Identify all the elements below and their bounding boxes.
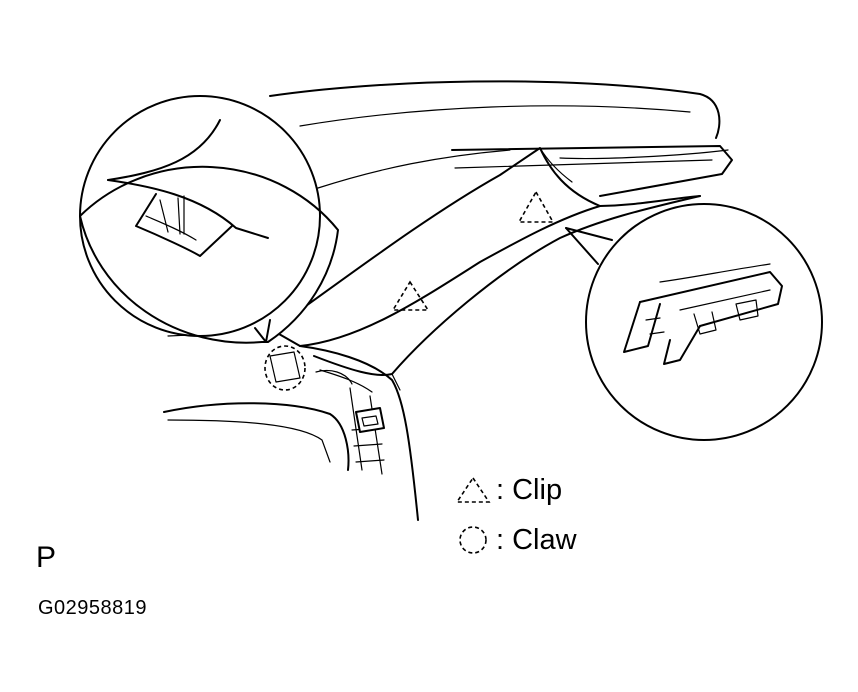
legend-claw-label: : Claw <box>496 524 577 556</box>
front-pillar-garnish <box>271 147 701 391</box>
clip-detail-callout <box>565 203 823 441</box>
clip-marker-upper <box>517 190 555 223</box>
dashed-circle-icon <box>459 526 487 554</box>
legend-claw: : Claw <box>454 522 577 558</box>
view-letter: P <box>36 541 57 574</box>
legend-clip-label: : Clip <box>496 474 563 506</box>
roof-headliner <box>269 80 733 197</box>
figure-code: G02958819 <box>38 597 148 619</box>
dashed-triangle-icon <box>455 476 491 503</box>
clip-marker-lower <box>391 280 430 311</box>
legend-clip: : Clip <box>454 472 562 508</box>
dashboard <box>163 334 419 521</box>
claw-detail-callout <box>79 95 339 344</box>
claw-marker <box>264 345 306 391</box>
